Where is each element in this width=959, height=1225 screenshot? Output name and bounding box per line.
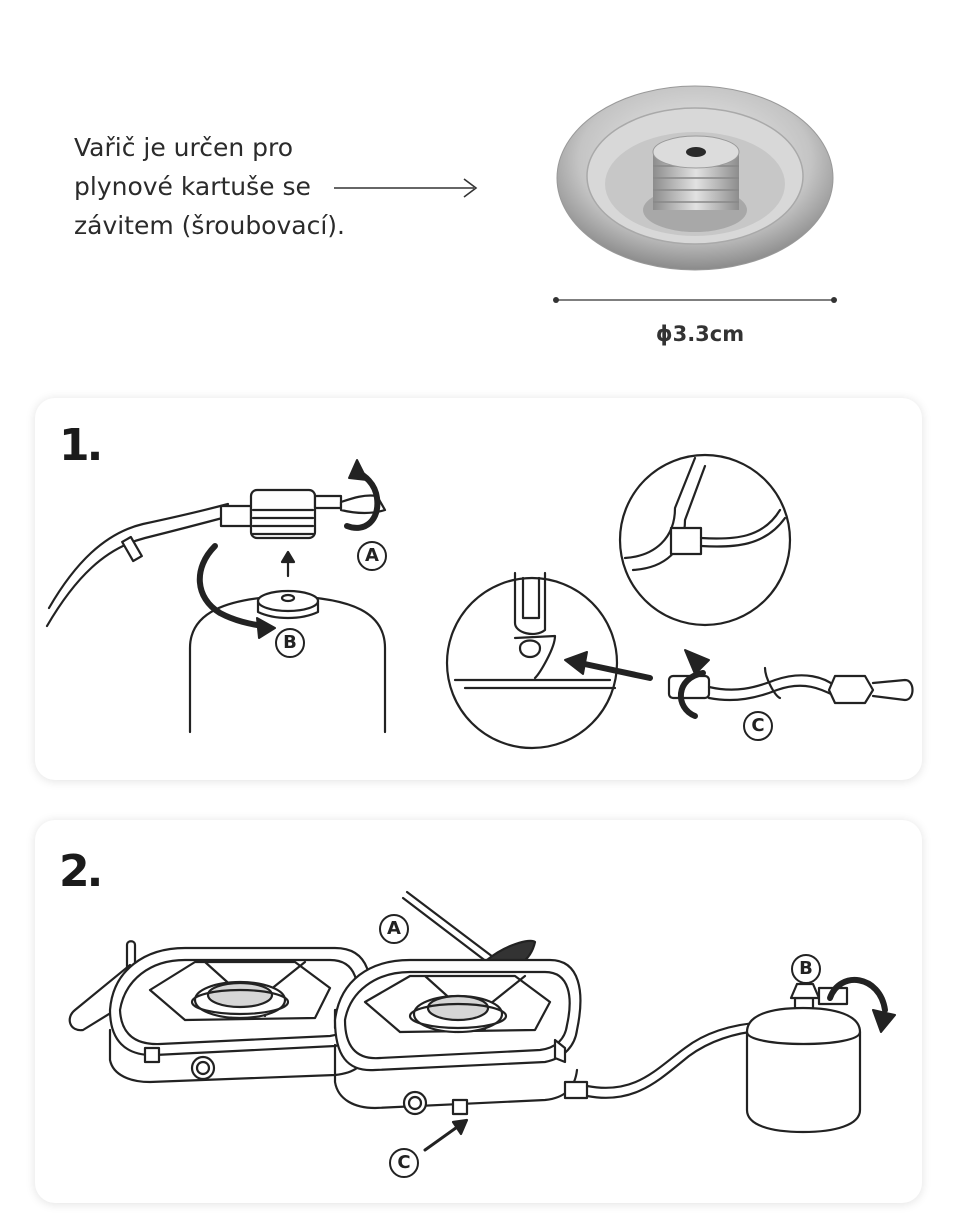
step-1-illustration (45, 453, 914, 750)
step-2-panel: 2. (35, 820, 922, 1203)
step-1-panel: 1. (35, 398, 922, 780)
intro-line-1: Vařič je určen pro (74, 133, 294, 162)
step-number: 2. (59, 846, 103, 897)
label-a-badge: A (357, 541, 387, 571)
diameter-line (553, 297, 837, 303)
step-2-illustration (68, 890, 896, 1152)
step-number: 1. (59, 420, 103, 471)
intro-line-3: závitem (šroubovací). (74, 211, 345, 240)
intro-text: Vařič je určen pro plynové kartuše se zá… (74, 128, 374, 245)
intro-line-2: plynové kartuše se (74, 172, 311, 201)
label-c-badge: C (743, 711, 773, 741)
cartridge-valve-image (556, 85, 834, 271)
diameter-label: ϕ3.3cm (655, 322, 745, 346)
label-b-badge: B (791, 954, 821, 984)
pointer-arrow-icon (334, 178, 478, 198)
label-c-badge: C (389, 1148, 419, 1178)
label-b-badge: B (275, 628, 305, 658)
label-a-badge: A (379, 914, 409, 944)
